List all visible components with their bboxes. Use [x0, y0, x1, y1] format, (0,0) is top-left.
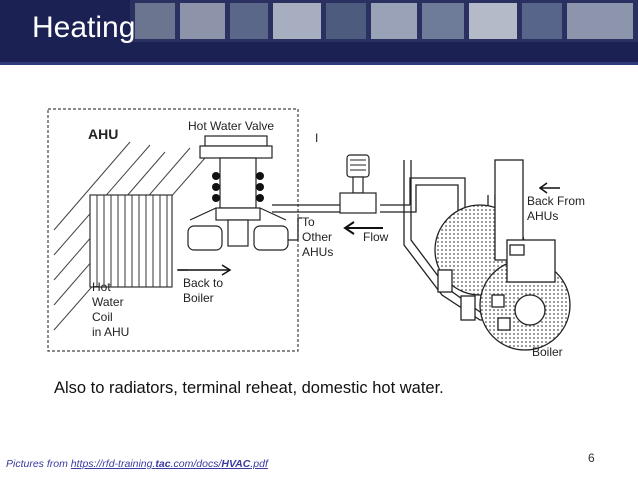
flow-label: Flow: [363, 230, 389, 244]
to-other-ahus-line3: AHUs: [302, 245, 333, 259]
slide-header: Heating: [0, 0, 638, 62]
page-number: 6: [588, 451, 595, 465]
credit-url-mid: .com/docs/: [170, 458, 222, 470]
heating-diagram: AHU Hot Water Valve I Hot Water Coil in …: [47, 108, 585, 359]
ahu-label: AHU: [88, 126, 118, 142]
back-to-boiler-line2: Boiler: [183, 291, 214, 305]
back-from-ahus-line1: Back From: [527, 194, 585, 208]
hot-water-coil: [89, 194, 173, 288]
back-from-ahus-line2: AHUs: [527, 209, 558, 223]
image-credit: Pictures from https://rfd-training.tac.c…: [6, 458, 268, 470]
slide-title: Heating: [32, 11, 136, 44]
flow-arrow: [343, 221, 383, 235]
boiler: [434, 159, 571, 351]
back-to-boiler-arrow: [178, 264, 232, 276]
header-divider: [0, 62, 638, 65]
credit-prefix: Pictures from: [6, 458, 68, 470]
credit-url-start: https://rfd-training.: [70, 458, 156, 470]
credit-url-end: .pdf: [250, 458, 268, 470]
slide-caption: Also to radiators, terminal reheat, dome…: [54, 379, 444, 397]
credit-url-bold2: HVAC: [221, 458, 251, 470]
marker-label: I: [315, 131, 318, 145]
hot-water-valve: [187, 135, 289, 251]
coil-label-line2: Water: [92, 295, 124, 309]
coil-label-line3: Coil: [92, 310, 113, 324]
to-other-ahus-line1: To: [302, 215, 315, 229]
header-photo-strip: [130, 0, 638, 42]
credit-url-bold1: tac: [155, 458, 171, 470]
boiler-label: Boiler: [532, 345, 563, 359]
to-other-ahus-line2: Other: [302, 230, 332, 244]
circulating-pump: [339, 154, 377, 214]
credit-link[interactable]: https://rfd-training.tac.com/docs/HVAC.p…: [71, 458, 268, 470]
valve-spring-bumps: [212, 172, 264, 202]
coil-label-line1: Hot: [92, 280, 111, 294]
hot-water-valve-label: Hot Water Valve: [188, 119, 274, 133]
back-to-boiler-line1: Back to: [183, 276, 223, 290]
coil-label-line4: in AHU: [92, 325, 129, 339]
back-from-ahus-arrow: [538, 182, 560, 194]
